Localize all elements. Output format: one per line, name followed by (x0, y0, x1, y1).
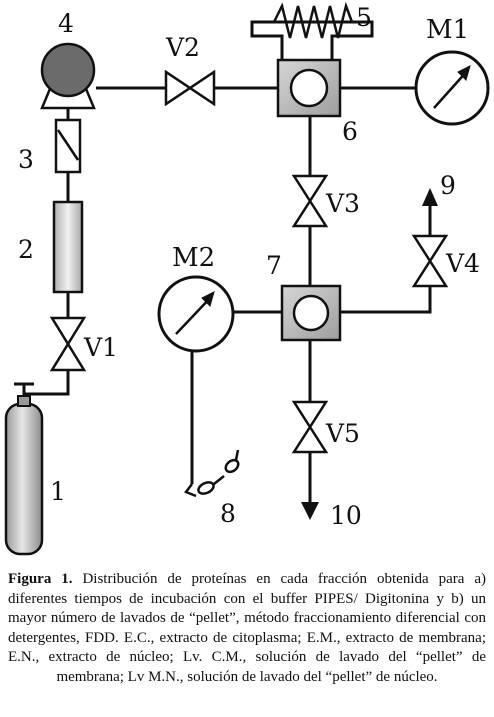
label-6: 6 (342, 117, 358, 146)
label-v5: V5 (325, 419, 360, 448)
valve-v1 (49, 316, 87, 372)
label-v3: V3 (325, 189, 360, 218)
caption-text: Distribución de proteínas en cada fracci… (8, 571, 486, 685)
label-8: 8 (220, 499, 236, 528)
outlet-9-arrow (422, 188, 438, 206)
heating-coil (272, 1, 354, 39)
pump (40, 42, 96, 110)
sample-tube (184, 449, 240, 498)
label-4: 4 (58, 9, 74, 38)
valve-v3 (291, 174, 329, 228)
column (52, 200, 84, 294)
label-m1: M1 (426, 15, 469, 45)
figure-label: Figura 1. (8, 571, 73, 587)
chamber-6 (276, 58, 342, 118)
manometer-m2 (157, 275, 235, 353)
filter (54, 118, 82, 174)
chamber-7 (280, 284, 342, 342)
label-m2: M2 (172, 243, 215, 273)
label-10: 10 (330, 501, 362, 530)
label-v1: V1 (83, 333, 118, 362)
labels: 1 2 3 4 5 6 7 8 9 10 V1 V2 V3 V4 V5 M1 M… (18, 3, 480, 530)
label-1: 1 (50, 477, 66, 506)
valve-v2 (164, 69, 216, 107)
label-v4: V4 (445, 249, 480, 278)
valve-v5 (291, 400, 329, 454)
outlet-10-arrow (301, 502, 319, 520)
valve-v4 (411, 234, 449, 288)
gas-cylinder (4, 395, 44, 556)
label-5: 5 (356, 3, 372, 32)
apparatus-diagram: 1 2 3 4 5 6 7 8 9 10 V1 V2 V3 V4 V5 M1 M… (4, 1, 490, 556)
manometer-m1 (414, 50, 490, 126)
label-v2: V2 (165, 33, 200, 62)
label-2: 2 (18, 235, 34, 264)
label-3: 3 (18, 145, 34, 174)
figure-caption: Figura 1. Distribución de proteínas en c… (8, 570, 486, 688)
label-9: 9 (440, 171, 456, 200)
label-7: 7 (266, 251, 282, 280)
